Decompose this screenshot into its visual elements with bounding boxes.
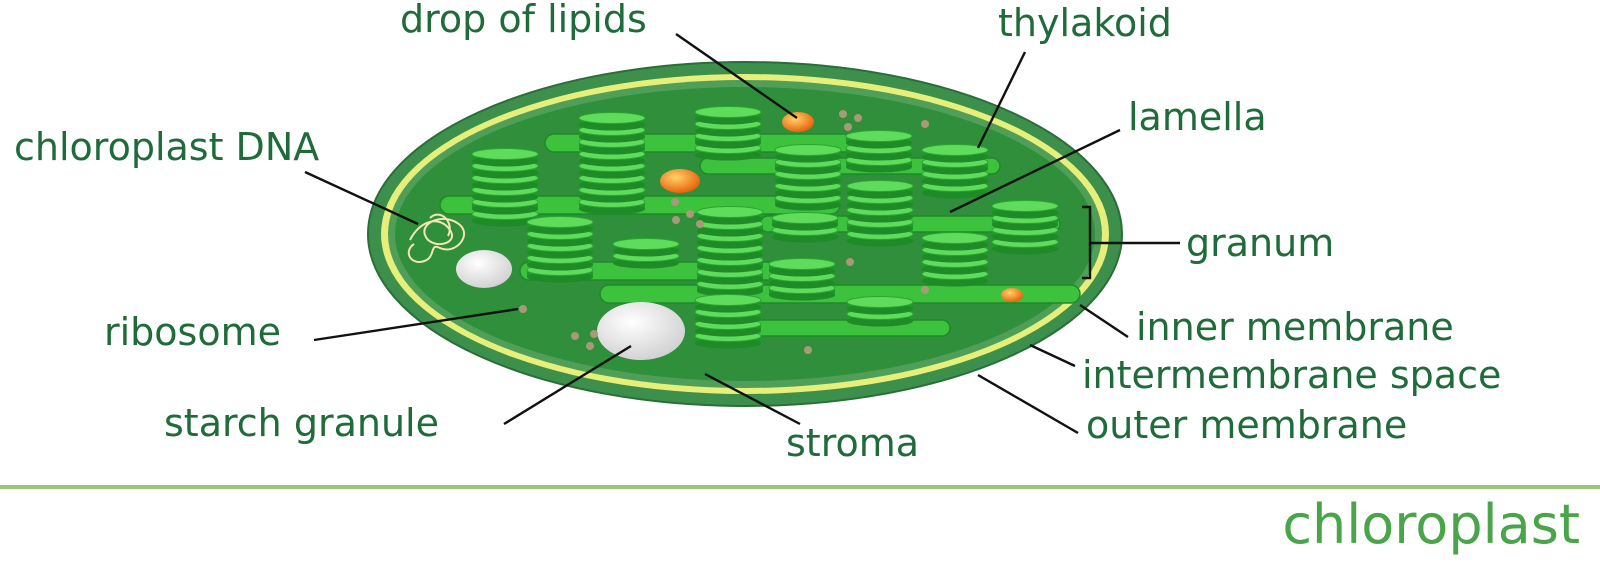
ribosome-dot [804,346,812,354]
granum-stack [769,259,835,301]
thylakoid-disc [697,207,763,218]
label-lamella: lamella [1128,95,1267,139]
ribosome-dot [571,332,579,340]
granum-stack [847,297,913,327]
label-thylakoid: thylakoid [998,1,1172,45]
granum-stack [775,145,841,211]
ribosome-dot [846,258,854,266]
leader-intermembrane-space [1030,345,1075,366]
granum-stack [992,201,1058,255]
thylakoid-disc [775,145,841,156]
thylakoid-disc [472,149,538,160]
ribosome-dot [672,216,680,224]
label-starch-granule: starch granule [164,401,439,445]
leader-inner-membrane [1080,305,1128,337]
granum-stack [772,213,838,243]
label-ribosome: ribosome [104,310,281,354]
ribosome-dot [586,342,594,350]
label-stroma: stroma [786,421,919,465]
label-outer-membrane: outer membrane [1086,403,1407,447]
granum-stack [695,107,761,161]
thylakoid-disc [769,259,835,270]
thylakoid-disc [772,213,838,224]
granum-stack [527,217,593,283]
thylakoid-disc [527,217,593,228]
thylakoid-disc [846,131,912,142]
leader-outer-membrane [978,375,1078,433]
granum-stack [846,131,912,173]
granum-stack [695,295,761,349]
label-drop-of-lipids: drop of lipids [400,0,647,41]
label-inner-membrane: inner membrane [1136,305,1454,349]
starch-granule-small [456,250,512,288]
label-chloroplast-dna: chloroplast DNA [14,125,319,169]
granum-stack [847,181,913,247]
thylakoid-disc [613,239,679,250]
lipid-drop [660,169,700,193]
ribosome-dot [671,198,679,206]
ribosome-dot [839,110,847,118]
ribosome-dot [921,120,929,128]
thylakoid-disc [847,181,913,192]
ribosome-dot [696,220,704,228]
ribosome-dot [844,123,852,131]
thylakoid-disc [922,233,988,244]
thylakoid-disc [579,113,645,124]
granum-stack [579,113,645,215]
granum-stack [613,239,679,269]
diagram-title: chloroplast [1282,493,1580,556]
ribosome-dot [686,210,694,218]
ribosome-dot [519,305,527,313]
thylakoid-disc [695,107,761,118]
thylakoid-disc [992,201,1058,212]
label-intermembrane-space: intermembrane space [1082,353,1501,397]
granum-stack [697,207,763,297]
starch-granule-large [597,302,685,360]
granum-stack [472,149,538,227]
ribosome-dot [854,114,862,122]
lipid-drop [782,112,814,132]
ribosome-dot [921,286,929,294]
thylakoid-disc [847,297,913,308]
granum-stack [922,233,988,287]
label-granum: granum [1186,221,1334,265]
thylakoid-disc [695,295,761,306]
ribosome-dot [590,330,598,338]
lipid-drop [1001,288,1023,302]
granum-stack [922,145,988,199]
